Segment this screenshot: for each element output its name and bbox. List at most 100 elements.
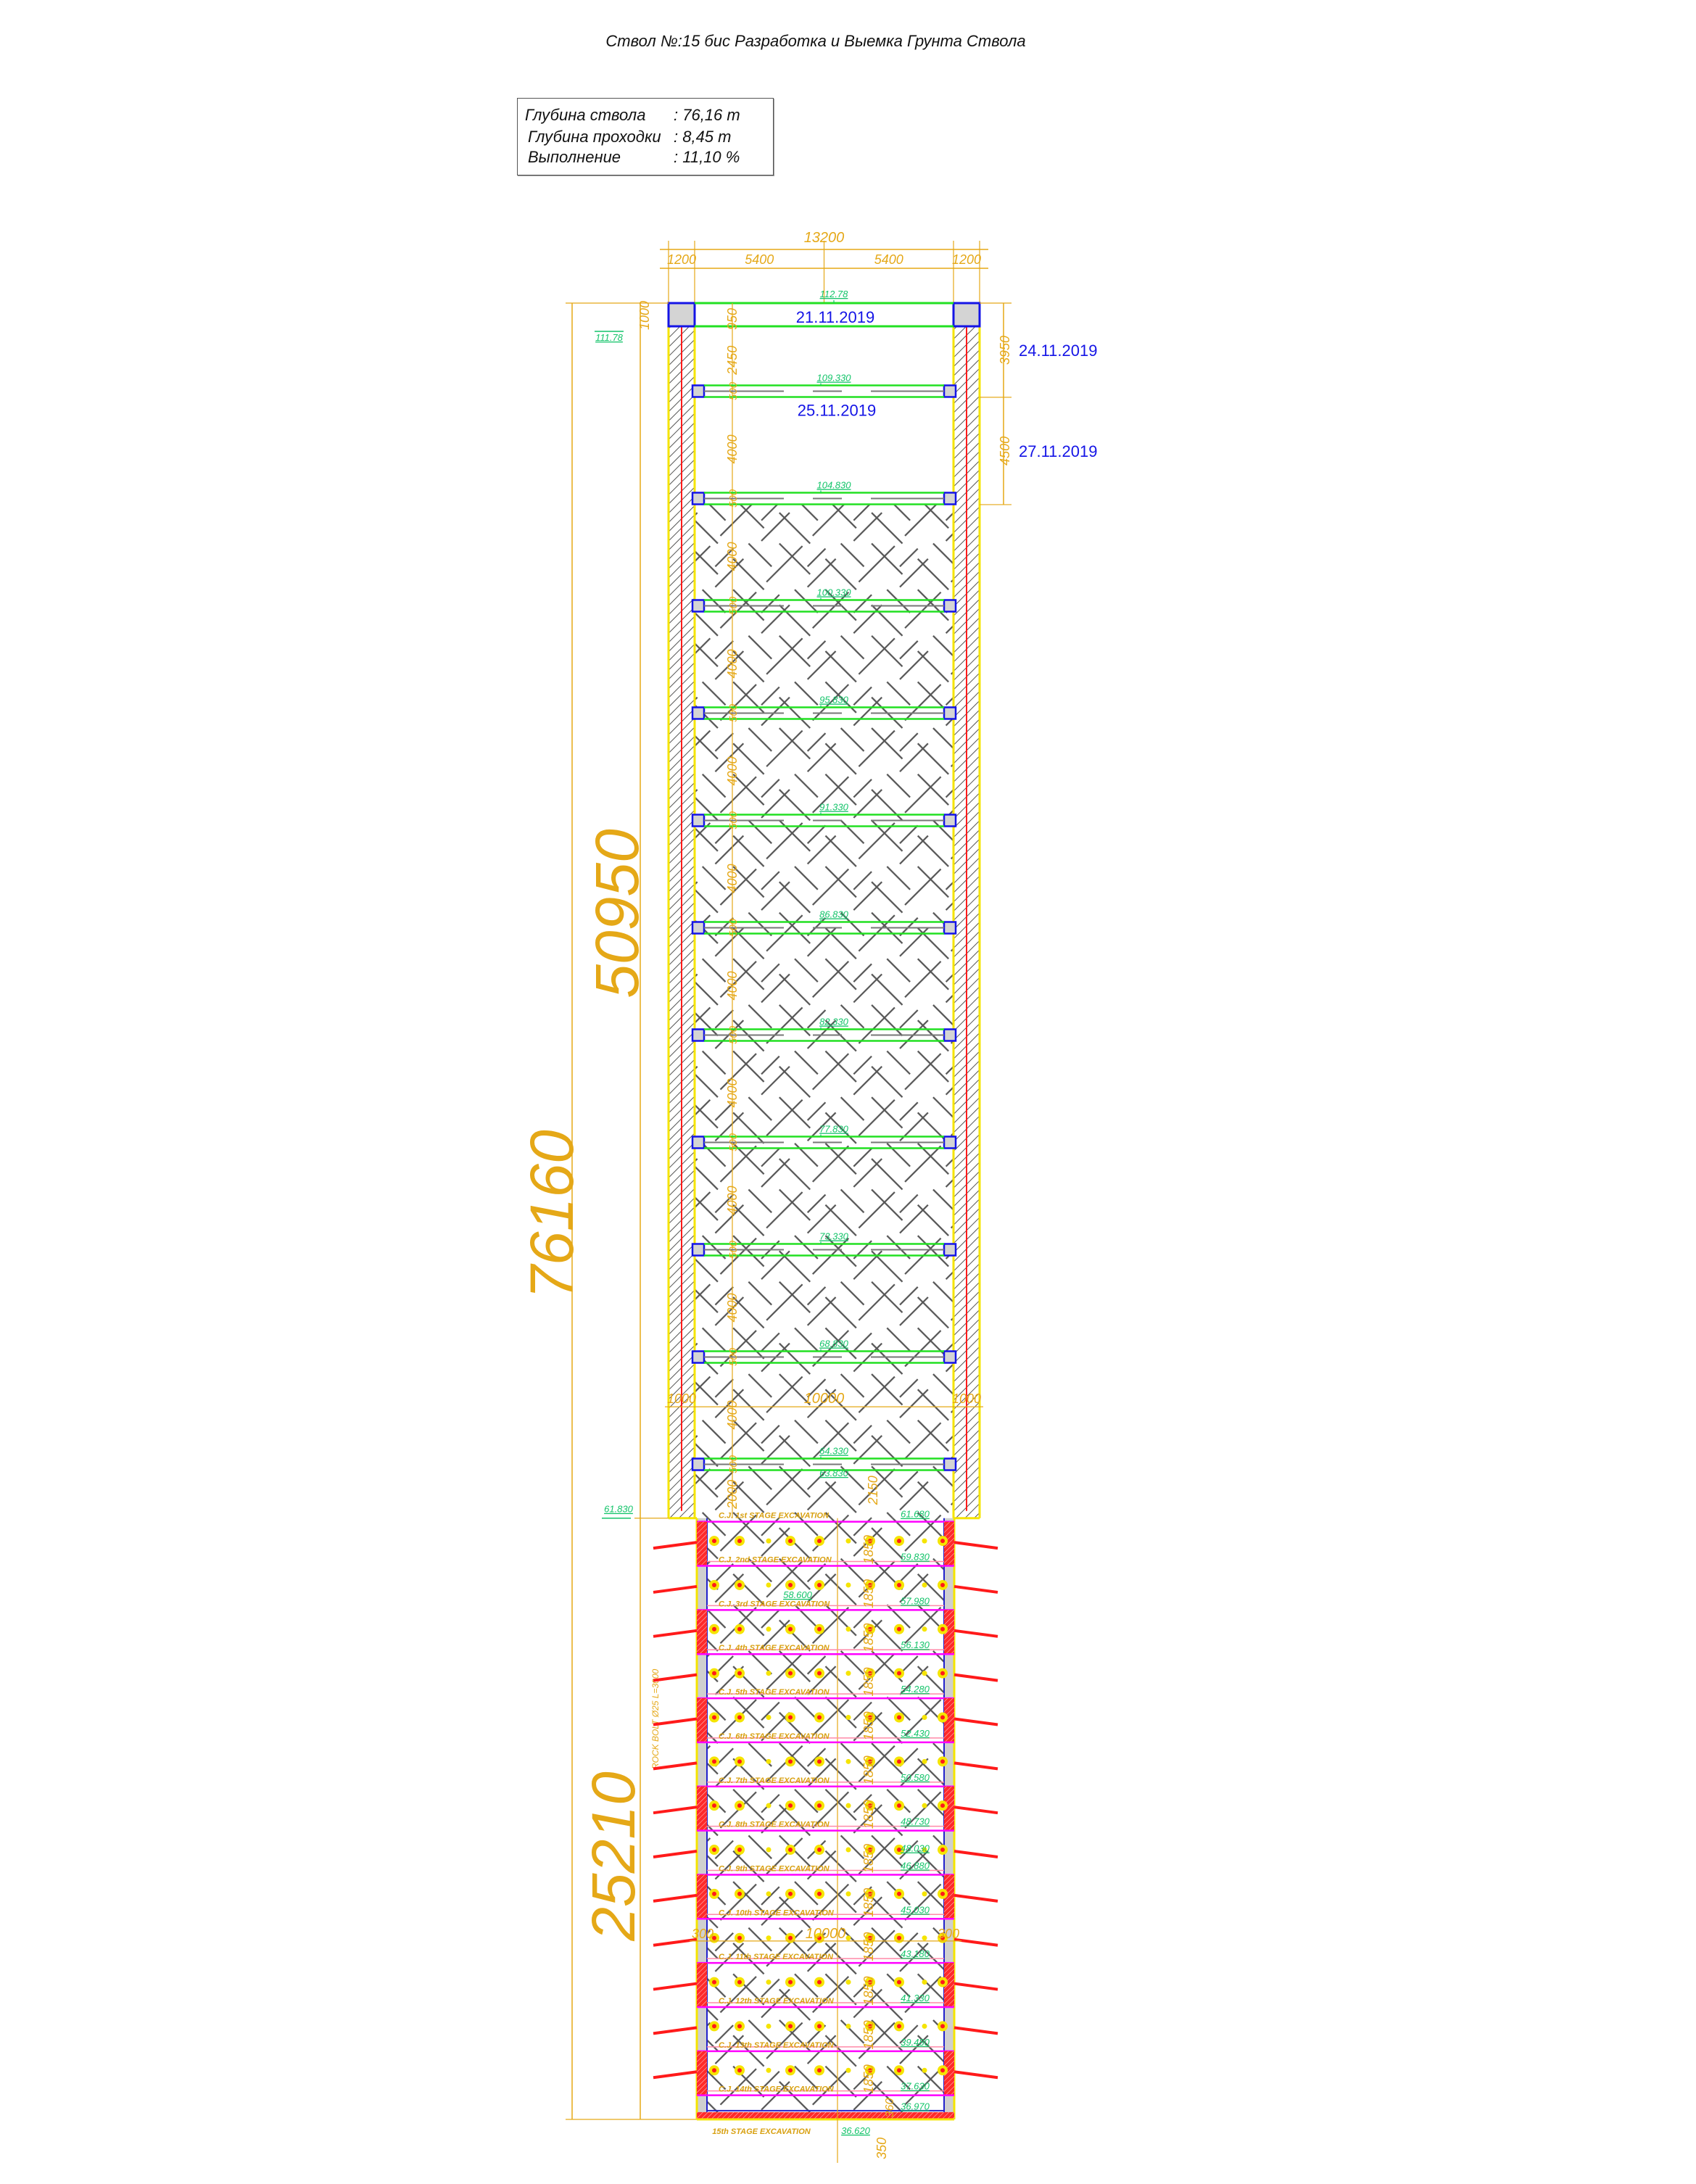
bolt-point [766, 1538, 772, 1544]
elevation-label: 36.620 [841, 2125, 871, 2136]
elevation-label: 61.830 [604, 1504, 634, 1515]
bolt-point [845, 1891, 851, 1897]
dim-lining: 300 [938, 1927, 959, 1941]
bolt-point [766, 1980, 772, 1985]
bolt-point [940, 1980, 945, 1985]
info-label: Глубина проходки [528, 128, 661, 146]
rock-bolt-right [954, 1937, 998, 1947]
elevation-label: 112.78 [820, 289, 849, 299]
dim-beam-height: 500 [727, 1347, 740, 1366]
rock-hatch-lower [697, 1518, 954, 2119]
elevation-label: 46.880 [901, 1860, 930, 1871]
stage-label: C.J. 5th STAGE EXCAVATION [719, 1688, 830, 1697]
stage-label: C.J. 4th STAGE EXCAVATION [719, 1644, 830, 1653]
elevation-label: 91.330 [819, 801, 849, 812]
dim-stage-height: 1850 [861, 1800, 876, 1829]
elevation-label: 45.030 [901, 1904, 930, 1915]
stage-label: C.J. 14th STAGE EXCAVATION [719, 2085, 835, 2094]
dim-stage-height: 1850 [861, 1755, 876, 1784]
ring-beam-block [943, 814, 957, 827]
bolt-point [868, 2024, 872, 2029]
rock-bolt-label: ROCK BOLT Ø25 L=3000 [650, 1668, 661, 1769]
dim-ring-spacing: 4000 [725, 1078, 740, 1107]
bottom-slab [697, 2111, 954, 2119]
progress-info-box: Глубина ствола: 76,16 m Глубина проходки… [517, 98, 774, 175]
bolt-point [712, 2068, 716, 2073]
dim-stage-height: 1850 [861, 1668, 876, 1697]
rock-bolt-left [653, 1893, 698, 1903]
dim-stage-height: 1850 [861, 2064, 876, 2093]
rock-bolt-right [954, 1584, 998, 1594]
dim-stage-height: 1850 [861, 1977, 876, 2006]
bolt-point [737, 2024, 742, 2029]
stage-label: C.J. 10th STAGE EXCAVATION [719, 1908, 835, 1917]
dim-stage-height: 1850 [861, 1579, 876, 1608]
bolt-point [922, 1714, 927, 1720]
dim-ring-spacing: 4000 [725, 756, 740, 785]
bolt-point [817, 1715, 822, 1720]
bolt-point [922, 1671, 927, 1676]
elevation-label: 100.330 [817, 587, 852, 597]
bolt-point [766, 1582, 772, 1588]
bolt-point [940, 2068, 945, 2073]
dim-beam-height: 500 [727, 703, 740, 722]
shotcrete-segment [944, 1610, 954, 1655]
bolt-point [817, 1848, 822, 1853]
bolt-point [788, 1759, 793, 1764]
bolt-point [737, 1759, 742, 1764]
ring-beam-block [691, 706, 706, 720]
dim-beam-height: 500 [727, 1455, 740, 1473]
info-label: Глубина ствола [525, 106, 646, 124]
stage-label: C.J. 8th STAGE EXCAVATION [719, 1821, 830, 1829]
ring-beam-block [943, 706, 957, 720]
bolt-point [940, 2024, 945, 2029]
bolt-point [712, 1891, 716, 1896]
bolt-point [922, 1538, 927, 1544]
dim-bottom-2: 360 [884, 2098, 896, 2117]
elevation-label: 50.580 [901, 1772, 930, 1783]
bolt-point [897, 1539, 901, 1544]
dim-ring-spacing: 4000 [725, 434, 740, 463]
bolt-point [845, 1980, 851, 1985]
bolt-point [712, 2024, 716, 2029]
stage-label: C.J. 13th STAGE EXCAVATION [719, 2041, 835, 2050]
bolt-point [817, 1626, 822, 1631]
shotcrete-segment [944, 1521, 954, 1566]
stage-label: C.J. 3rd STAGE EXCAVATION [719, 1600, 830, 1608]
bolt-point [766, 1758, 772, 1764]
stage-label: C.J. 12th STAGE EXCAVATION [719, 1997, 835, 2006]
ring-beam-block [943, 599, 957, 613]
bolt-point [712, 1715, 716, 1720]
ring-beam-block [943, 1136, 957, 1149]
elevation-label: 86.830 [819, 909, 849, 919]
dim-total-depth: 76160 [518, 1130, 586, 1299]
stage-label: C.J. 11th STAGE EXCAVATION [719, 1953, 834, 1961]
stage-label: C.J. 7th STAGE EXCAVATION [719, 1776, 830, 1785]
shotcrete-segment [697, 1874, 707, 1919]
bolt-point [922, 1847, 927, 1853]
dim-cap-height: 1000 [637, 301, 652, 330]
rock-bolt-right [954, 1541, 998, 1550]
elevation-label: 54.280 [901, 1684, 930, 1695]
stage-label: C.J. 1st STAGE EXCAVATION [719, 1512, 830, 1521]
cap-beam-block [952, 302, 981, 328]
shotcrete-segment [697, 1786, 707, 1831]
rock-bolt-left [653, 1805, 698, 1815]
dim-upper-depth: 50950 [583, 829, 651, 998]
bolt-point [737, 1980, 742, 1985]
bolt-point [868, 1848, 872, 1853]
bolt-point [845, 1538, 851, 1544]
bolt-point [712, 1626, 716, 1631]
drawing-title: Ствол №:15 бис Разработка и Выемка Грунт… [605, 32, 1026, 50]
dim-ring-spacing: 4000 [725, 1293, 740, 1322]
bolt-point [897, 1980, 901, 1985]
bolt-point [897, 1626, 901, 1631]
ring-beam-block [943, 921, 957, 935]
bolt-point [868, 1891, 872, 1896]
ring-beam-block [691, 1243, 706, 1257]
shotcrete-segment [697, 1963, 707, 2007]
bolt-point [897, 1891, 901, 1896]
dim-stage-height: 1850 [861, 1888, 876, 1917]
stage-label: C.J. 9th STAGE EXCAVATION [719, 1864, 830, 1873]
bolt-point [922, 1935, 927, 1941]
